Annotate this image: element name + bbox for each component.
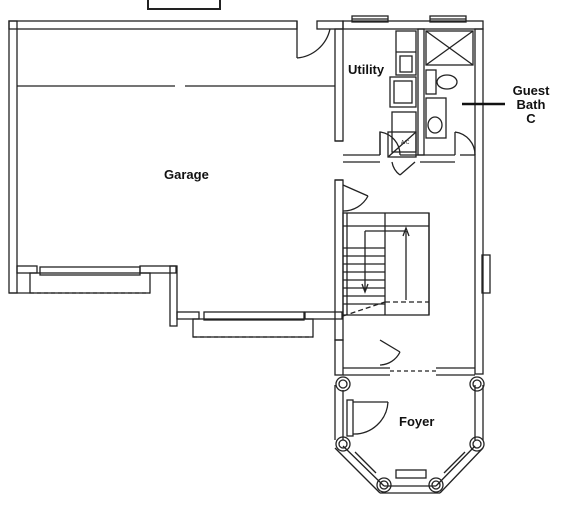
utility-bath-partition [417, 28, 425, 156]
guest-bath-line-3: C [526, 111, 536, 126]
shower-stall [425, 30, 474, 66]
foyer-bay-walls [334, 385, 484, 494]
foyer-window-diag [354, 451, 466, 474]
garage-to-stair-door [342, 184, 369, 212]
window-right-side [481, 254, 491, 294]
right-wing-walls [334, 20, 484, 376]
foyer-window-front [395, 469, 427, 479]
top-cropped-box [147, 0, 221, 10]
bath-vanity [425, 97, 447, 139]
utility-door [379, 131, 401, 156]
foyer-window-left [346, 399, 354, 437]
garage-interior-wall [334, 28, 344, 341]
closet-door [391, 161, 416, 176]
toilet [425, 69, 458, 95]
foyer-columns [335, 376, 485, 493]
guest-bath-line-2: Bath [516, 97, 546, 112]
front-door [352, 401, 389, 435]
guest-bath-line-1: Guest [512, 83, 550, 98]
room-label-utility: Utility [348, 62, 385, 77]
garage-door-right [192, 311, 314, 338]
room-label-guest-bath: Guest Bath C [506, 84, 556, 126]
garage-entry-door [296, 21, 331, 59]
garage-door-left [29, 266, 151, 294]
water-heater [387, 131, 417, 158]
room-label-garage: Garage [164, 167, 209, 182]
staircase [342, 212, 430, 317]
stair-closet-door [379, 339, 401, 366]
water-heater-label: A/C [401, 140, 410, 146]
window-bath [429, 15, 467, 23]
bath-door [454, 131, 476, 156]
laundry-appliances [389, 30, 417, 153]
room-label-foyer: Foyer [399, 414, 435, 429]
window-utility [351, 15, 389, 23]
